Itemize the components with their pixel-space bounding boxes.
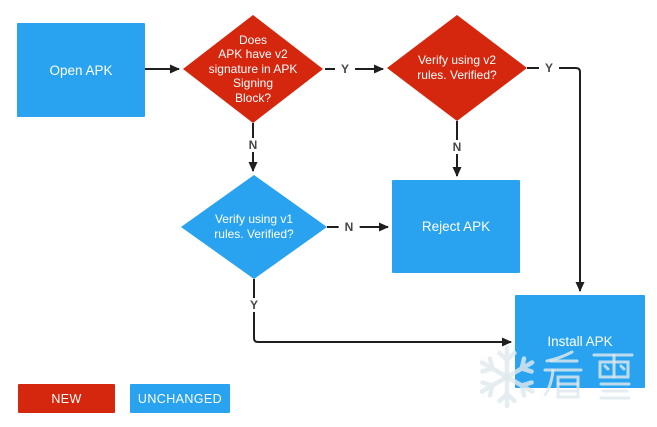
edge-label-v1verify-yes: Y bbox=[243, 298, 265, 312]
node-reject-apk-label: Reject APK bbox=[421, 219, 491, 234]
edge-label-v1verify-no: N bbox=[338, 220, 360, 234]
edge-v1verify-yes bbox=[253, 279, 512, 347]
node-open-apk-label: Open APK bbox=[49, 62, 113, 78]
node-install-apk: Install APK bbox=[515, 295, 645, 388]
legend-unchanged-label: UNCHANGED bbox=[137, 391, 223, 406]
edge-label-v2check-no: N bbox=[242, 138, 264, 152]
node-v2-signature-check-label: Does APK have v2 signature in APK Signin… bbox=[208, 32, 298, 105]
edge-label-v2check-yes: Y bbox=[334, 62, 356, 76]
node-open-apk: Open APK bbox=[17, 23, 145, 117]
node-v1-verify-label: Verify using v1 rules. Verified? bbox=[214, 212, 294, 241]
legend-new-label: NEW bbox=[51, 391, 82, 406]
node-v2-verify-label: Verify using v2 rules. Verified? bbox=[417, 53, 497, 82]
node-reject-apk: Reject APK bbox=[392, 180, 520, 273]
legend-unchanged: UNCHANGED bbox=[130, 384, 230, 413]
node-install-apk-label: Install APK bbox=[547, 334, 613, 349]
edge-label-v2verify-yes: Y bbox=[538, 61, 560, 75]
edge-label-v2verify-no: N bbox=[446, 140, 468, 154]
legend-new: NEW bbox=[18, 384, 115, 413]
edge-v2verify-yes bbox=[527, 67, 585, 292]
